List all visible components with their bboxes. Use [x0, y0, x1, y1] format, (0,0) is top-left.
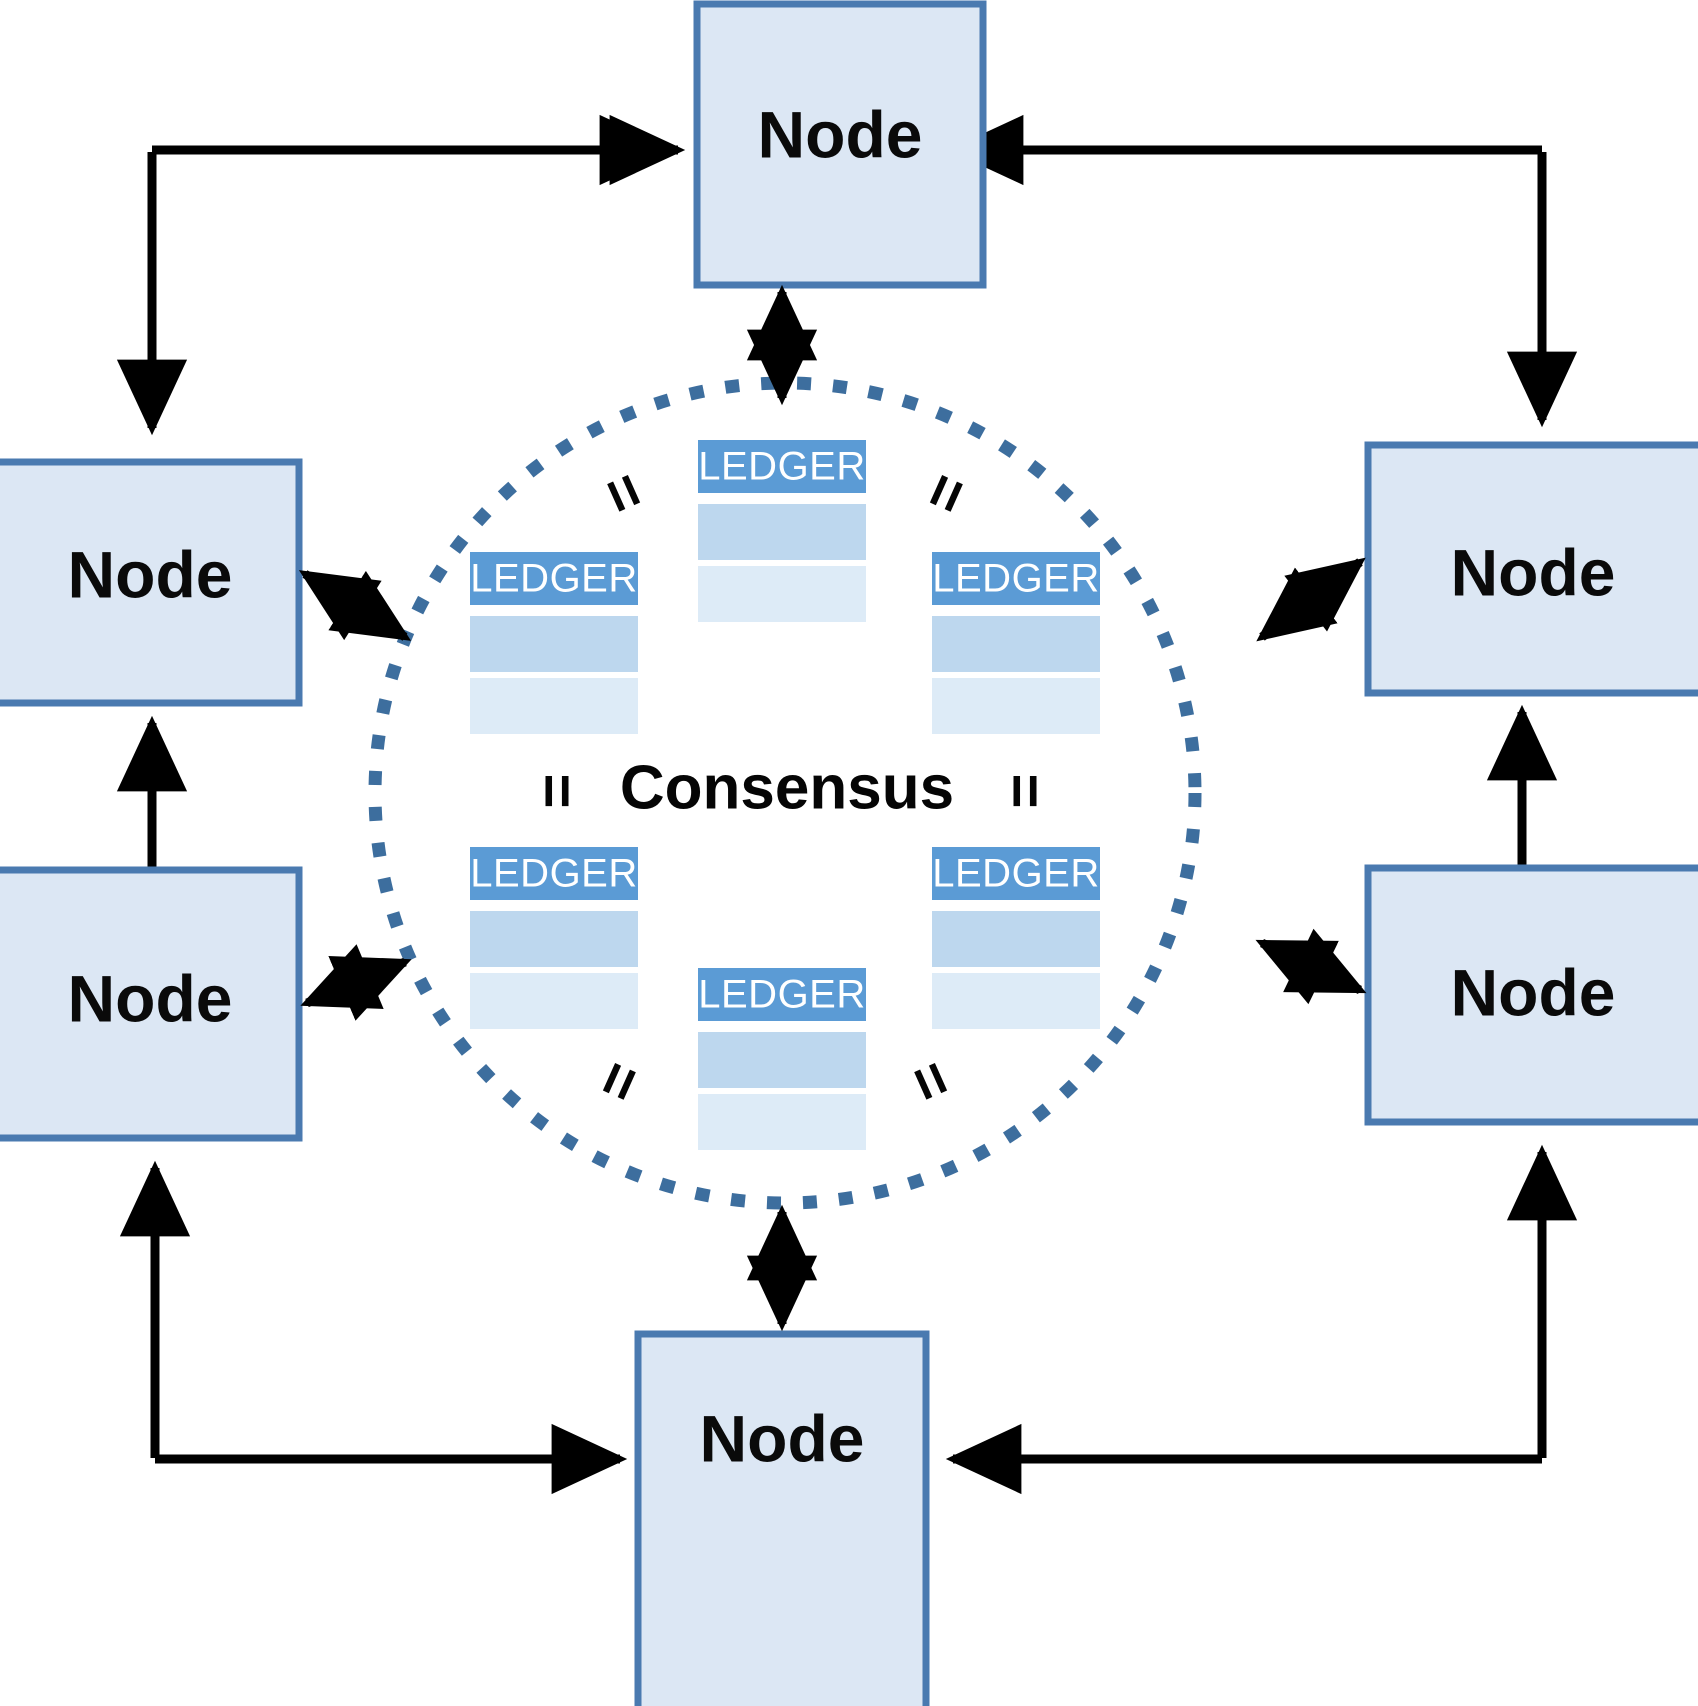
ledger-header-bar	[698, 440, 866, 493]
node-top-label: Node	[758, 97, 923, 171]
ledger-header-bar	[932, 552, 1100, 605]
equals-mark-top-right: =	[908, 463, 983, 522]
node-box[interactable]	[0, 458, 303, 707]
equals-mark-bottom-right: =	[894, 1051, 969, 1110]
ledger-bottom-label: LEDGER	[698, 973, 866, 1017]
ledger-header-bar	[698, 968, 866, 1021]
ledger-lower-right: LEDGER	[932, 847, 1100, 1029]
node-right-lower-label: Node	[1451, 955, 1616, 1029]
node-box[interactable]	[1364, 441, 1698, 697]
ledger-header-bar	[470, 552, 638, 605]
ledger-upper-left: LEDGER	[470, 552, 638, 734]
ledger-row-mid	[698, 504, 866, 560]
ledger-row-light	[470, 678, 638, 734]
ledger-top: LEDGER	[698, 440, 866, 622]
equals-mark-mid-right: =	[992, 773, 1059, 808]
node-bottom[interactable]: Node	[634, 1330, 930, 1706]
node-box[interactable]	[1364, 864, 1698, 1126]
node-box[interactable]	[693, 0, 987, 289]
node-right-lower[interactable]: Node	[1364, 864, 1698, 1126]
consensus-label: Consensus	[620, 753, 954, 822]
equals-mark-mid-left: =	[524, 773, 591, 808]
node-right-upper-label: Node	[1451, 535, 1616, 609]
connector-right-upper-node-to-circle	[1256, 557, 1366, 642]
ledger-upper-right-label: LEDGER	[932, 557, 1100, 601]
node-left-lower-label: Node	[68, 961, 233, 1035]
ledger-header-bar	[932, 847, 1100, 900]
ledger-lower-left: LEDGER	[470, 847, 638, 1029]
connector-right-lower-node-to-circle	[1255, 928, 1367, 1005]
ledger-row-light	[932, 973, 1100, 1029]
connector-left-lower-node-to-circle	[300, 944, 412, 1021]
ledger-lower-right-label: LEDGER	[932, 852, 1100, 896]
ledger-upper-right: LEDGER	[932, 552, 1100, 734]
connector-topleft-elbow	[147, 150, 678, 420]
ledger-row-mid	[932, 911, 1100, 967]
node-bottom-label: Node	[700, 1401, 865, 1475]
ledger-row-light	[932, 678, 1100, 734]
node-box[interactable]	[0, 866, 303, 1142]
consensus-boundary-circle	[368, 376, 1202, 1210]
ledger-row-mid	[932, 616, 1100, 672]
node-top[interactable]: Node	[693, 0, 987, 289]
ledger-row-light	[698, 566, 866, 622]
equals-mark-top-left: =	[587, 463, 662, 522]
ledger-row-mid	[470, 911, 638, 967]
ledger-row-mid	[470, 616, 638, 672]
radial-connector-group	[298, 284, 1367, 1332]
node-right-upper[interactable]: Node	[1364, 441, 1698, 697]
equals-mark-bottom-left: =	[581, 1051, 656, 1110]
outer-connector-group	[116, 150, 1578, 1495]
ledger-row-light	[470, 973, 638, 1029]
ledger-lower-left-label: LEDGER	[470, 852, 638, 896]
ledger-bottom: LEDGER	[698, 968, 866, 1150]
ledger-top-label: LEDGER	[698, 445, 866, 489]
node-box[interactable]	[634, 1330, 930, 1706]
ledger-upper-left-label: LEDGER	[470, 557, 638, 601]
ledger-header-bar	[470, 847, 638, 900]
ledger-row-light	[698, 1094, 866, 1150]
node-left-upper-label: Node	[68, 537, 233, 611]
ledger-row-mid	[698, 1032, 866, 1088]
connector-left-upper-node-to-circle	[298, 570, 412, 641]
node-left-lower[interactable]: Node	[0, 866, 303, 1142]
node-left-upper[interactable]: Node	[0, 458, 303, 707]
